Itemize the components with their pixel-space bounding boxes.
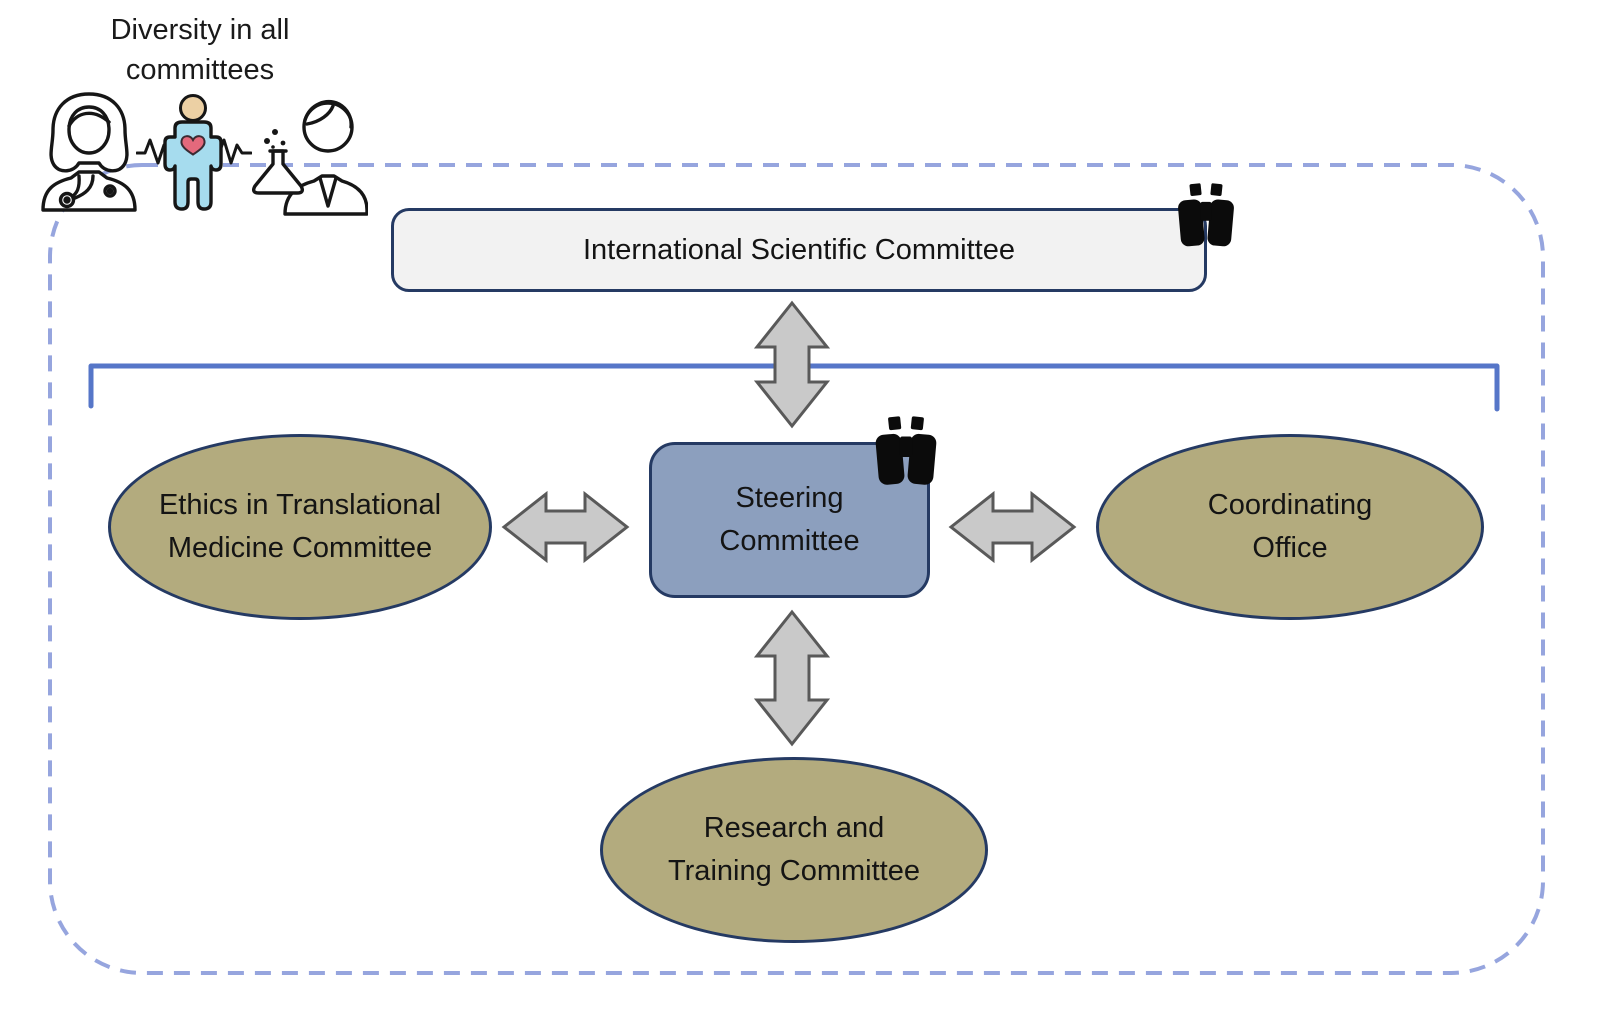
- binoculars-icon: [875, 416, 937, 485]
- arrow-isc-steering: [753, 300, 831, 429]
- arrow-steering-research: [753, 609, 831, 747]
- arrow-steering-coordinating: [948, 490, 1077, 564]
- coordinating-label-line2: Office: [1252, 532, 1328, 564]
- node-research-training-committee: Research and Training Committee: [600, 757, 988, 943]
- node-coordinating-office: Coordinating Office: [1096, 434, 1484, 620]
- isc-label: International Scientific Committee: [583, 233, 1015, 266]
- diversity-note-line1: Diversity in all: [110, 14, 290, 46]
- diversity-note: Diversity in all committees: [55, 10, 345, 90]
- coordinating-label-line1: Coordinating: [1207, 489, 1373, 521]
- research-label-line1: Research and: [703, 812, 885, 844]
- binoculars-icon: [1178, 183, 1234, 247]
- steering-label-line1: Steering: [735, 482, 844, 514]
- scientist-flask-icon: [251, 100, 368, 216]
- dashed-boundary: [48, 163, 1545, 975]
- research-label-line2: Training Committee: [668, 855, 920, 887]
- diversity-note-line2: committees: [125, 54, 275, 86]
- ethics-label-line2: Medicine Committee: [167, 532, 433, 564]
- steering-label-line2: Committee: [719, 525, 860, 557]
- node-international-scientific-committee: International Scientific Committee: [391, 208, 1207, 292]
- female-doctor-icon: [41, 92, 137, 212]
- arrow-ethics-steering: [501, 490, 630, 564]
- patient-heartbeat-icon: [136, 94, 252, 211]
- node-ethics-translational-medicine-committee: Ethics in Translational Medicine Committ…: [108, 434, 492, 620]
- ethics-label-line1: Ethics in Translational: [158, 489, 442, 521]
